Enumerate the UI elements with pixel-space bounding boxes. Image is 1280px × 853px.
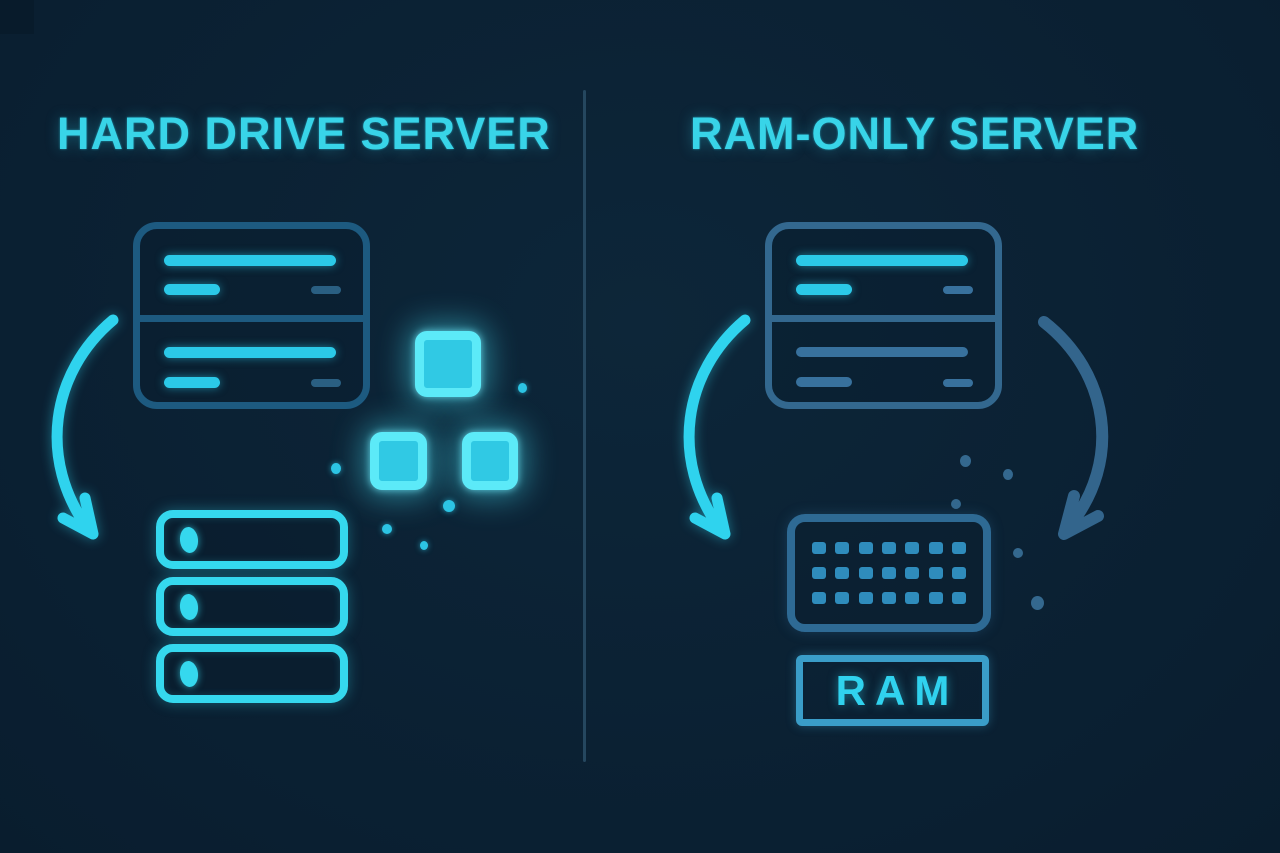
ram-cell-dot — [881, 541, 896, 554]
server-status-dash — [311, 286, 341, 294]
ram-cell-dot — [858, 592, 873, 605]
ram-cell-dot — [952, 566, 967, 579]
data-block-icon — [462, 432, 518, 490]
server-slot-line — [164, 347, 336, 358]
ram-cell-dot — [835, 541, 850, 554]
right-title: RAM-ONLY SERVER — [690, 108, 1140, 159]
drive-led — [178, 525, 200, 554]
server-icon — [133, 222, 370, 409]
ram-cell-dot — [905, 541, 920, 554]
spark-dot — [382, 524, 392, 534]
ram-cell-dot — [928, 541, 943, 554]
ram-cell-dot — [811, 541, 826, 554]
ram-cell-dot — [811, 592, 826, 605]
ram-cell-dot — [952, 541, 967, 554]
disk-drive — [156, 644, 348, 703]
left-title: HARD DRIVE SERVER — [57, 108, 551, 159]
data-block-icon — [370, 432, 427, 490]
disk-drive — [156, 510, 348, 569]
ram-cell-dot — [881, 592, 896, 605]
ram-cell-dot — [835, 566, 850, 579]
server-slot-line — [796, 255, 968, 266]
ram-label: RAM — [835, 666, 959, 714]
ram-cell-dot — [905, 592, 920, 605]
spark-dot — [331, 463, 341, 474]
disk-stack-icon — [156, 510, 348, 703]
ram-label-box: RAM — [796, 655, 989, 726]
server-slot-line — [796, 347, 968, 357]
spark-dot — [1003, 469, 1013, 480]
ram-chip-icon — [787, 514, 991, 632]
ram-cell-dot — [835, 592, 850, 605]
spark-dot — [443, 500, 455, 512]
spark-dot — [1013, 548, 1023, 558]
server-status-dash — [943, 379, 973, 387]
server-status-dash — [943, 286, 973, 294]
ram-cell-dot — [811, 566, 826, 579]
server-slot-line — [796, 377, 852, 387]
curved-arrow-down-icon — [683, 314, 751, 540]
server-icon — [765, 222, 1002, 409]
spark-dot — [518, 383, 527, 393]
spark-dot — [1031, 596, 1044, 610]
curved-arrow-down-icon — [51, 314, 119, 540]
ram-cell-dot — [928, 566, 943, 579]
spark-dot — [420, 541, 428, 550]
server-slot-line — [796, 284, 852, 295]
ram-cell-dot — [858, 541, 873, 554]
ram-cell-dot — [905, 566, 920, 579]
disk-drive — [156, 577, 348, 636]
ram-cell-dot — [881, 566, 896, 579]
ram-cell-dot — [928, 592, 943, 605]
server-slot-line — [164, 377, 220, 388]
corner-shade — [0, 0, 34, 34]
left-panel: HARD DRIVE SERVER — [0, 0, 584, 853]
right-panel: RAM-ONLY SERVER RAM — [584, 0, 1280, 853]
drive-led — [178, 659, 200, 688]
ram-cell-dot — [858, 566, 873, 579]
spark-dot — [960, 455, 971, 467]
server-slot-line — [164, 255, 336, 266]
curved-arrow-return-icon — [1038, 316, 1109, 540]
data-block-icon — [415, 331, 481, 397]
ram-chip-dots — [807, 535, 971, 611]
server-slot-line — [164, 284, 220, 295]
center-divider — [583, 90, 586, 762]
server-divider-line — [133, 315, 370, 322]
server-divider-line — [765, 315, 1002, 322]
spark-dot — [951, 499, 961, 509]
drive-led — [178, 592, 200, 621]
server-status-dash — [311, 379, 341, 387]
ram-cell-dot — [952, 592, 967, 605]
